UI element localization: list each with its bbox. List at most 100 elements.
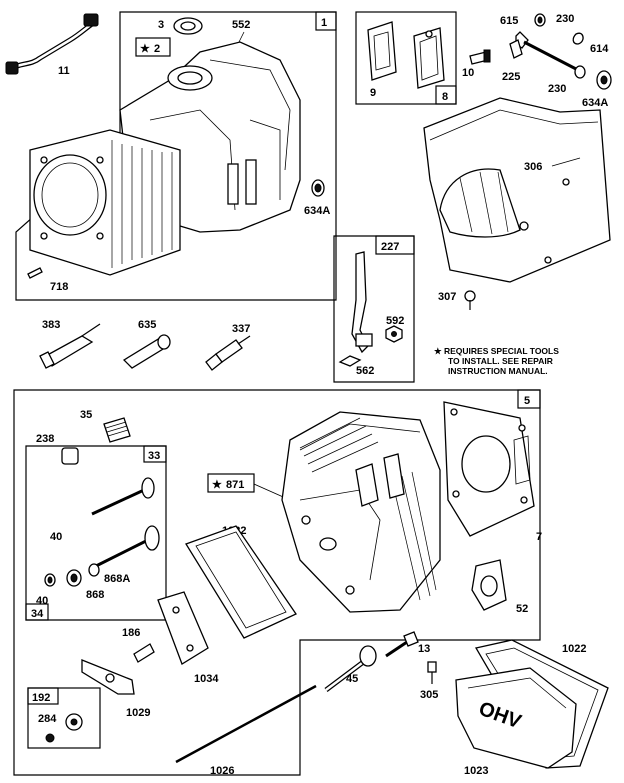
callout-337: 337 — [232, 323, 250, 335]
callout-562: 562 — [356, 365, 374, 377]
cylinder-head-part — [281, 411, 441, 613]
star-2-tag — [135, 37, 171, 57]
callout-13: 13 — [418, 643, 430, 655]
box-192-tag — [27, 687, 59, 705]
callout-box-33: 33 — [148, 450, 160, 462]
valve-exhaust-part — [95, 525, 160, 568]
note-line-3: INSTRUCTION MANUAL. — [448, 366, 548, 376]
box-1-tag — [315, 11, 337, 31]
spark-plug-part — [205, 335, 251, 371]
callout-40-lower: 40 — [36, 595, 48, 607]
clip-230b-part — [574, 65, 586, 79]
primer-383-part — [39, 323, 101, 369]
nut-284-part — [45, 713, 83, 743]
callout-10: 10 — [462, 67, 474, 79]
callout-star-871: 871 — [226, 479, 244, 491]
rocker-stud-part — [133, 643, 155, 663]
cap-238-part — [61, 447, 79, 465]
bolt-562-part — [338, 355, 362, 367]
callout-box-192: 192 — [32, 692, 50, 704]
callout-230-top: 230 — [556, 13, 574, 25]
valve-group-frame — [25, 445, 167, 621]
box-5-tag — [517, 389, 541, 409]
breather-group-frame — [355, 11, 457, 105]
seal-634a-part — [311, 179, 325, 197]
callout-1022-right: 1022 — [562, 643, 586, 655]
callout-star-2: 2 — [154, 43, 160, 55]
valve-cover-part — [455, 667, 577, 769]
head-bolt-part — [385, 631, 419, 658]
star-871-glyph: ★ — [212, 479, 222, 491]
callout-635: 635 — [138, 319, 156, 331]
valve-intake-part — [91, 477, 155, 516]
callout-11: 11 — [58, 65, 70, 77]
callout-35: 35 — [80, 409, 92, 421]
callout-1026: 1026 — [210, 765, 234, 777]
callout-615: 615 — [500, 15, 518, 27]
washer-615-part — [534, 13, 546, 27]
callout-552: 552 — [232, 19, 250, 31]
valve-spring-part — [103, 417, 131, 443]
callout-225: 225 — [502, 71, 520, 83]
note-line-2: TO INSTALL. SEE REPAIR — [448, 356, 553, 366]
note-line-1: ★ REQUIRES SPECIAL TOOLS — [434, 346, 559, 356]
oil-seal-part — [173, 17, 203, 35]
head-gasket-part — [443, 401, 535, 537]
rocker-plate-part — [157, 591, 209, 665]
callout-592: 592 — [386, 315, 404, 327]
box-8-tag — [435, 85, 457, 105]
callout-634a-block: 634A — [304, 205, 330, 217]
nut-592-part — [385, 325, 403, 343]
breather-gasket-part — [367, 21, 397, 81]
retainer-40-part — [44, 573, 56, 587]
callout-230-bottom: 230 — [548, 83, 566, 95]
callout-1023: 1023 — [464, 765, 488, 777]
seal-634a-shaft-part — [596, 70, 612, 90]
adjust-group-frame — [27, 687, 101, 749]
callout-9: 9 — [370, 87, 376, 99]
callout-52: 52 — [516, 603, 528, 615]
callout-1034: 1034 — [194, 673, 219, 685]
cylinder-block-part — [29, 41, 301, 276]
pushrod-part — [175, 684, 317, 764]
callout-3: 3 — [158, 19, 164, 31]
clip-230-part — [572, 32, 584, 45]
callout-45: 45 — [346, 673, 358, 685]
callout-306: 306 — [524, 161, 542, 173]
callout-634a-shaft: 634A — [582, 97, 608, 109]
callout-186: 186 — [122, 627, 140, 639]
callout-box-227: 227 — [381, 241, 399, 253]
callout-box-5: 5 — [524, 395, 530, 407]
breather-tube-part — [5, 13, 99, 75]
callout-868: 868 — [86, 589, 104, 601]
callout-40-upper: 40 — [50, 531, 62, 543]
governor-lever-part — [351, 251, 373, 354]
callout-307: 307 — [438, 291, 456, 303]
callout-284: 284 — [38, 713, 57, 725]
callout-238: 238 — [36, 433, 54, 445]
callout-614: 614 — [590, 43, 609, 55]
rocker-gasket-left-part — [185, 525, 297, 639]
breather-cover-part — [413, 27, 445, 89]
screw-307-part — [464, 290, 476, 310]
box-33-tag — [143, 445, 167, 463]
screw-10-part — [469, 49, 491, 65]
callout-383: 383 — [42, 319, 60, 331]
callout-box-1: 1 — [321, 17, 327, 29]
screw-305-part — [427, 661, 437, 684]
callout-7: 7 — [536, 531, 542, 543]
governor-shaft-part — [509, 31, 579, 72]
blower-housing-part — [423, 97, 611, 283]
rotator-868-part — [66, 569, 82, 587]
star-871-tag — [207, 473, 255, 493]
guide-45-part — [324, 645, 377, 692]
callout-box-8: 8 — [442, 91, 448, 103]
dowel-pin-part — [27, 267, 43, 279]
exhaust-gasket-part — [471, 559, 507, 611]
callout-868a: 868A — [104, 573, 130, 585]
box-227-tag — [375, 235, 415, 255]
star-2-glyph: ★ — [140, 43, 150, 55]
rocker-arm-part — [81, 659, 135, 695]
pin-635-part — [122, 334, 171, 369]
